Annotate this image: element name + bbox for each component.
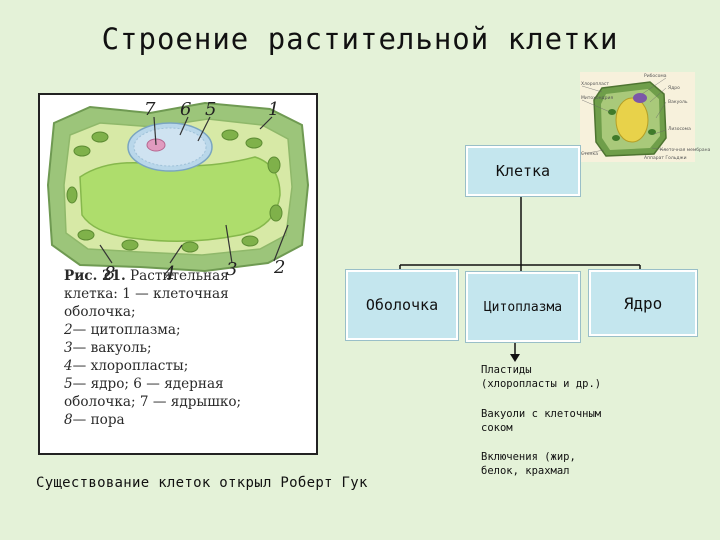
caption-line-num: 5 <box>64 376 73 392</box>
caption-line-text: — ядро; 6 — ядерная <box>72 376 224 392</box>
arrow-down-icon <box>510 354 520 362</box>
caption-line: Рис. 21. Растительная <box>64 267 314 285</box>
thumbnail-label: Клеточная мембрана <box>660 148 711 153</box>
label-number-2: 2 <box>273 257 285 278</box>
thumbnail-label: Аппарат Гольджи <box>644 156 687 161</box>
caption-line-num: 8 <box>64 412 73 428</box>
plant-cell-figure: 7 6 5 1 8 4 3 2 Рис. 21. Растительная кл… <box>38 93 318 455</box>
node-membrane: Оболочка <box>346 270 458 340</box>
thumbnail-label: Рибосома <box>644 74 667 79</box>
label-number-4: 4 <box>163 263 175 284</box>
node-nucleus-label: Ядро <box>623 293 663 313</box>
caption-line-text: — хлоропласты; <box>72 358 189 374</box>
node-cytoplasm-label: Цитоплазма <box>483 299 563 315</box>
caption-line: 2— цитоплазма; <box>64 321 314 339</box>
node-cell: Клетка <box>466 146 580 196</box>
cytoplasm-item-plastids: Пластиды (хлоропласты и др.) <box>481 364 601 391</box>
cytoplasm-item-line: (хлоропласты и др.) <box>481 377 602 390</box>
cytoplasm-item-line: Пластиды <box>481 364 532 376</box>
footer-note: Существование клеток открыл Роберт Гук <box>36 475 368 491</box>
caption-line: 8— пора <box>64 411 314 429</box>
caption-line-text: — вакуоль; <box>72 340 152 356</box>
thumbnail-label: Хлоропласт <box>581 82 609 87</box>
cytoplasm-item-line: соком <box>481 421 513 434</box>
label-number-7: 7 <box>144 99 156 120</box>
thumbnail-label: Стенка <box>581 152 598 157</box>
label-number-1: 1 <box>268 99 279 120</box>
thumbnail-label: Лизосома <box>668 127 691 132</box>
caption-line-text: клетка: 1 — клеточная <box>64 286 229 302</box>
cytoplasm-item-line: Вакуоли с клеточным <box>481 408 602 420</box>
caption-line-num: 4 <box>64 358 73 374</box>
thumbnail-label: Митохондрия <box>581 96 614 101</box>
caption-line: оболочка; <box>64 303 314 321</box>
caption-line-num: 2 <box>64 322 73 338</box>
figure-caption: Рис. 21. Растительная клетка: 1 — клеточ… <box>64 267 314 429</box>
plant-cell-illustration: 7 6 5 1 8 4 3 2 <box>46 99 310 284</box>
node-nucleus: Ядро <box>589 270 697 336</box>
caption-line: 5— ядро; 6 — ядерная <box>64 375 314 393</box>
node-cytoplasm: Цитоплазма <box>466 272 580 342</box>
label-number-6: 6 <box>180 99 191 120</box>
page-title: Строение растительной клетки <box>101 22 619 56</box>
label-number-3: 3 <box>226 259 237 280</box>
cell-thumbnail-illustration <box>581 77 667 157</box>
caption-line: 3— вакуоль; <box>64 339 314 357</box>
label-number-8: 8 <box>104 263 115 284</box>
caption-line: 4— хлоропласты; <box>64 357 314 375</box>
cell-thumbnail: Рибосома Ядро Вакуоль Хлоропласт Митохон… <box>580 72 710 162</box>
cytoplasm-item-line: Включения (жир, <box>481 451 576 463</box>
thumbnail-label: Ядро <box>668 86 680 91</box>
label-number-5: 5 <box>205 99 216 120</box>
thumbnail-label: Вакуоль <box>668 100 688 105</box>
caption-line-text: — цитоплазма; <box>72 322 181 338</box>
caption-line: оболочка; 7 — ядрышко; <box>64 393 314 411</box>
cytoplasm-item-line: белок, крахмал <box>481 464 570 477</box>
caption-line-num: Рис. 21. <box>64 268 126 284</box>
caption-line-text: — пора <box>72 412 125 428</box>
cytoplasm-item-inclusions: Включения (жир, белок, крахмал <box>481 451 576 478</box>
caption-line: клетка: 1 — клеточная <box>64 285 314 303</box>
caption-line-num: 3 <box>64 340 73 356</box>
caption-line-text: оболочка; <box>64 304 136 320</box>
caption-line-text: Растительная <box>125 268 229 284</box>
node-membrane-label: Оболочка <box>365 296 439 314</box>
caption-line-text: оболочка; 7 — ядрышко; <box>64 394 242 410</box>
cytoplasm-item-vacuoles: Вакуоли с клеточным соком <box>481 408 601 435</box>
node-cell-label: Клетка <box>495 162 551 180</box>
